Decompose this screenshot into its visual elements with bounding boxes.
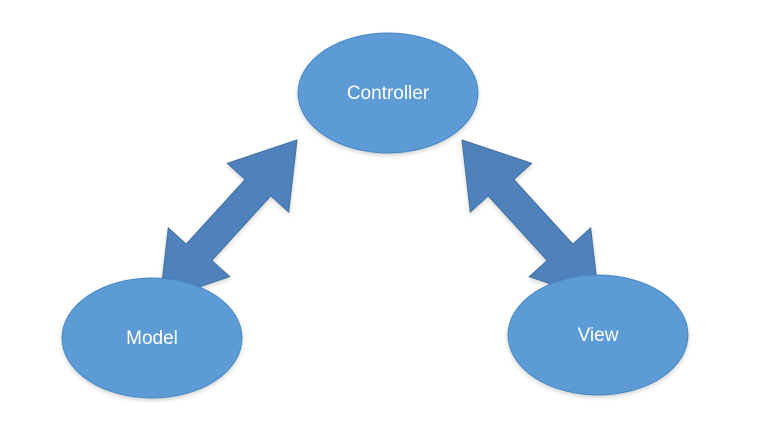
controller-node[interactable]: Controller (297, 32, 479, 154)
view-ellipse (507, 274, 689, 396)
view-label: View (578, 325, 619, 346)
model-label: Model (126, 328, 178, 349)
controller-label: Controller (347, 83, 430, 104)
model-node[interactable]: Model (61, 277, 243, 399)
controller-ellipse (297, 32, 479, 154)
view-node[interactable]: View (507, 274, 689, 396)
model-ellipse (61, 277, 243, 399)
controller-model-arrow (159, 139, 298, 301)
